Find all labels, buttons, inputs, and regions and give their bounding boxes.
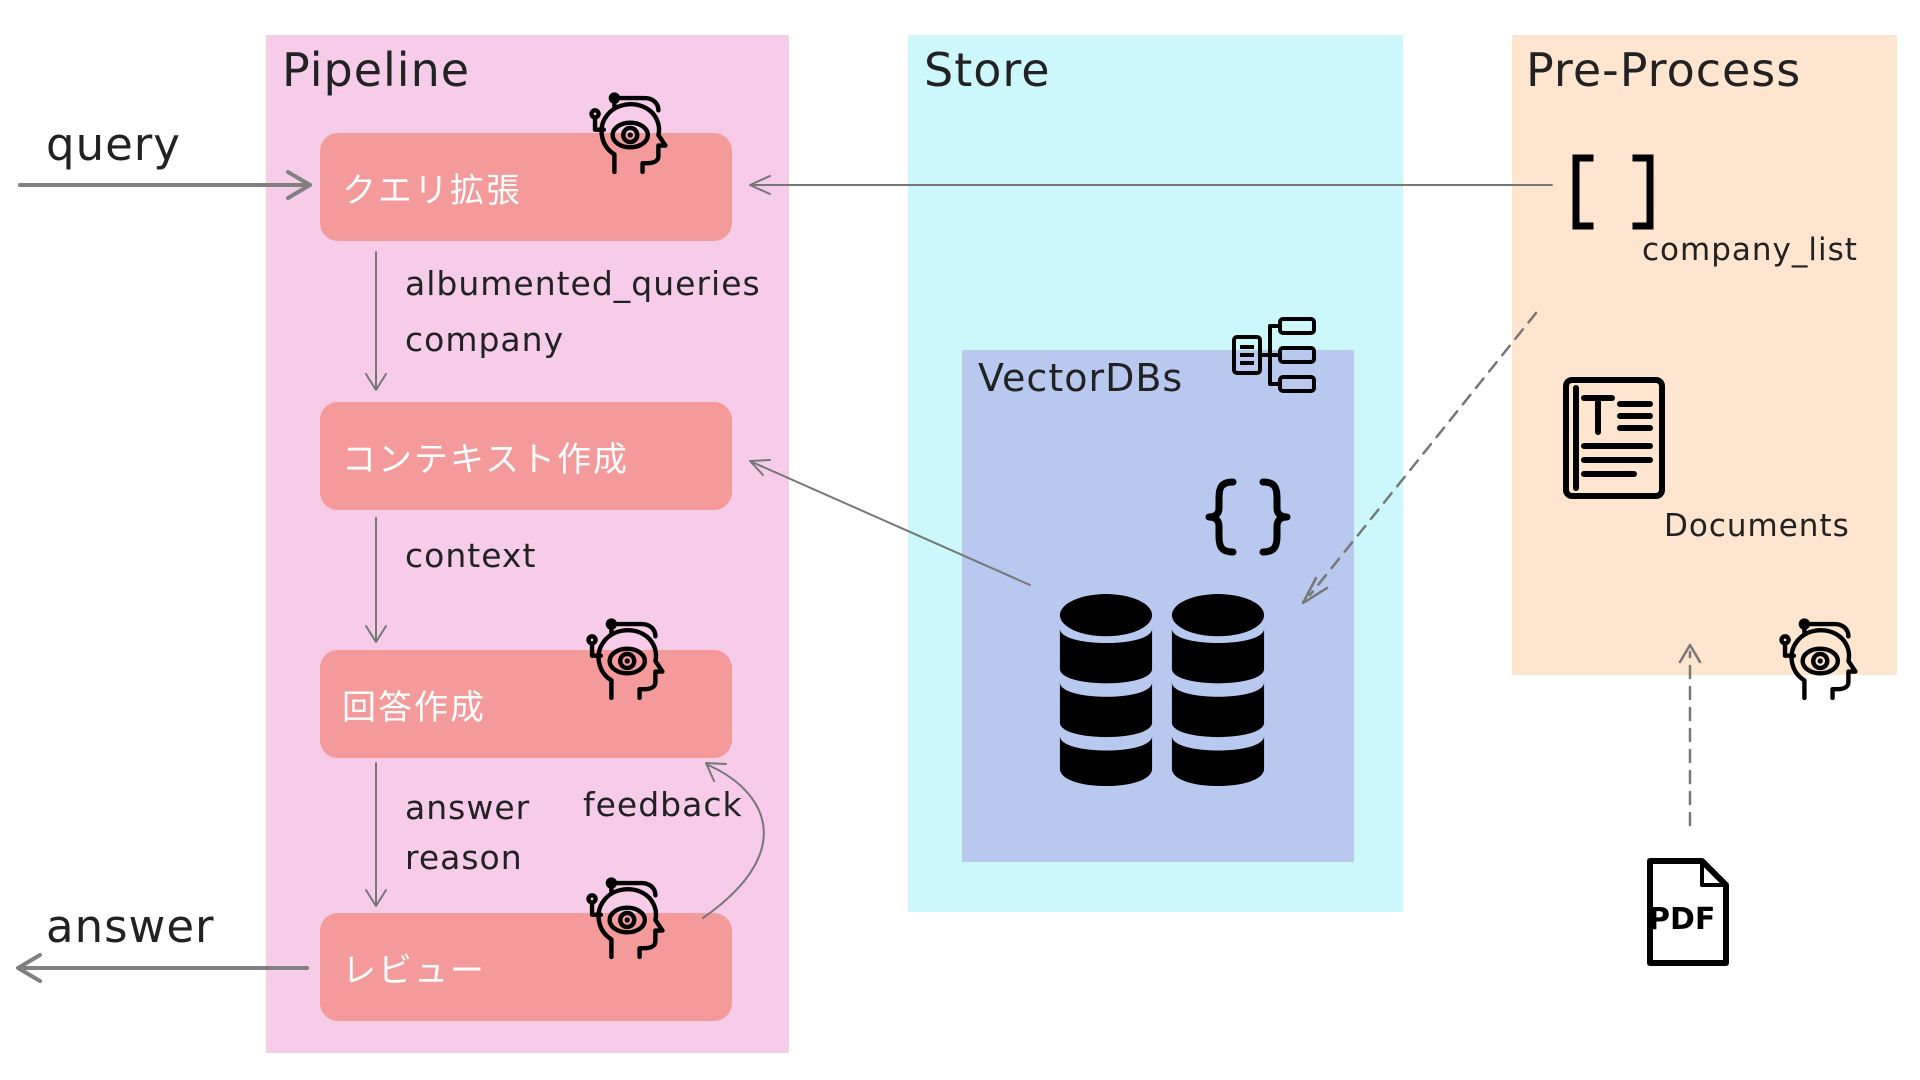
text-document-icon: [1562, 376, 1666, 500]
edge-label-reason: reason: [405, 838, 523, 877]
step-answer-creation: 回答作成: [320, 650, 732, 758]
step-context-creation: コンテキスト作成: [320, 402, 732, 510]
pdf-icon-text: PDF: [1648, 902, 1715, 937]
step-label: クエリ拡張: [342, 170, 522, 211]
store-title: Store: [924, 43, 1051, 97]
tree-structure-icon: [1230, 315, 1318, 395]
company-list-label: company_list: [1642, 232, 1858, 268]
query-input-label: query: [46, 118, 181, 171]
step-label: コンテキスト作成: [342, 439, 629, 480]
edge-label-context: context: [405, 536, 537, 575]
pipeline-title: Pipeline: [282, 43, 471, 97]
ai-head-icon: [585, 873, 673, 967]
edge-label-feedback: feedback: [583, 785, 743, 824]
vectordb-title: VectorDBs: [978, 356, 1184, 400]
ai-head-icon: [1778, 614, 1866, 708]
curly-braces-icon: [1203, 476, 1293, 558]
answer-output-label: answer: [46, 900, 215, 953]
vectordb-panel: VectorDBs: [962, 350, 1354, 862]
edge-label-queries: albumented_queries: [405, 264, 761, 303]
ai-head-icon: [585, 614, 673, 708]
preprocess-title: Pre-Process: [1526, 43, 1802, 97]
pdf-file-icon: PDF: [1642, 857, 1732, 969]
database-icon: [1170, 587, 1266, 795]
edge-label-answer: answer: [405, 788, 531, 827]
documents-label: Documents: [1664, 508, 1850, 544]
step-label: レビュー: [342, 950, 486, 991]
edge-label-company: company: [405, 320, 565, 359]
preprocess-panel: Pre-Process: [1512, 35, 1897, 675]
step-label: 回答作成: [342, 687, 486, 728]
answer-output-arrowhead: [16, 953, 42, 983]
step-query-expansion: クエリ拡張: [320, 133, 732, 241]
ai-head-icon: [588, 88, 676, 182]
bracket-list-icon: [1568, 152, 1658, 232]
database-icon: [1058, 587, 1154, 795]
